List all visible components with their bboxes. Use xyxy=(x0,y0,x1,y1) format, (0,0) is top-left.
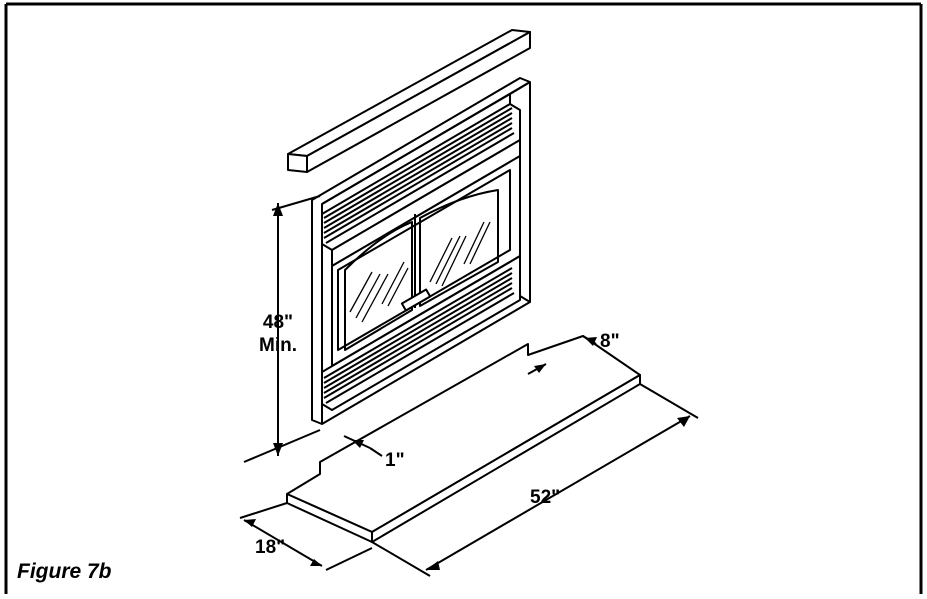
figure-caption: Figure 7b xyxy=(17,560,112,583)
glass-reflections xyxy=(349,221,491,323)
inset-dimension: 1" xyxy=(385,450,405,471)
dimension-lines xyxy=(239,195,699,577)
arrowheads xyxy=(244,203,690,570)
height-dimension-value: 48" xyxy=(263,312,293,333)
height-dimension-qualifier: Min. xyxy=(259,335,297,356)
fireplace-unit xyxy=(311,77,531,425)
hearth-pad xyxy=(286,335,641,543)
mantel-shelf xyxy=(287,29,531,173)
hearth-extension-dimension: 8" xyxy=(600,331,620,352)
louvers xyxy=(323,107,515,404)
hearth-width-dimension: 52" xyxy=(530,487,560,508)
hearth-depth-dimension: 18" xyxy=(255,537,285,558)
figure-frame xyxy=(4,2,923,594)
